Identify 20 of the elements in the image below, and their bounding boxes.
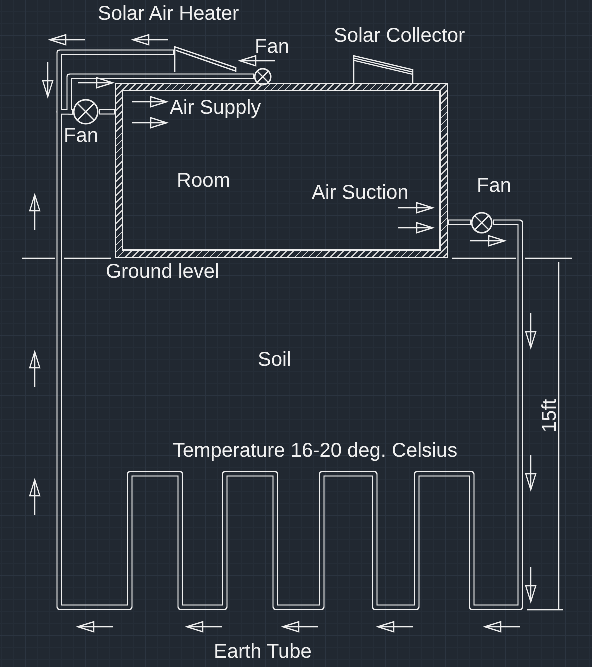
air-suction-label: Air Suction [312, 183, 409, 203]
fan-label: Fan [477, 176, 512, 196]
temperature-note: Temperature 16-20 deg. Celsius [173, 441, 458, 461]
soil-label: Soil [258, 350, 292, 370]
fan-label: Fan [64, 126, 98, 146]
air-supply-label: Air Supply [170, 98, 262, 118]
solar-collector-label: Solar Collector [334, 26, 466, 46]
earth-tube-label: Earth Tube [214, 642, 312, 662]
fan-icon [254, 68, 272, 86]
hatched-room-walls [115, 83, 448, 258]
solar-air-heater-panel [174, 46, 238, 73]
ground-level-label: Ground level [106, 262, 220, 282]
solar-air-heater-label: Solar Air Heater [98, 4, 240, 24]
room-label: Room [177, 171, 230, 191]
pipe [448, 220, 471, 226]
fan-label: Fan [255, 37, 290, 57]
fan-icon [471, 212, 493, 234]
pipe [99, 109, 115, 115]
fan-icon [73, 99, 99, 125]
dimension-label: 15ft [542, 399, 558, 433]
